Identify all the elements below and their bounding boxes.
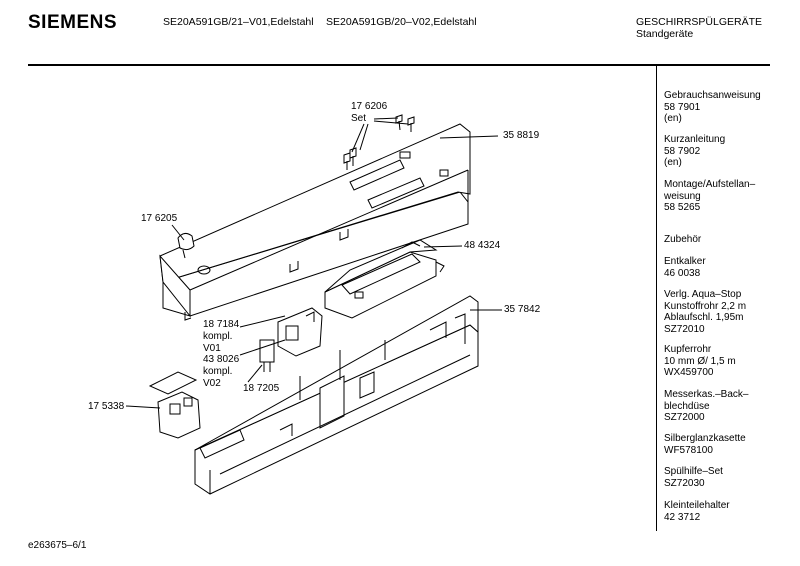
label-484324: 48 4324 <box>464 240 501 251</box>
accessory-quick-guide: Kurzanleitung 58 7902 (en) <box>664 134 794 169</box>
accessory-line: 58 7901 <box>664 101 701 113</box>
accessory-line: blechdüse <box>664 400 710 412</box>
model-number-v01: SE20A591GB/21–V01,Edelstahl <box>163 16 314 28</box>
accessory-copper-pipe: Kupferrohr 10 mm Ø/ 1,5 m WX459700 <box>664 344 794 379</box>
accessory-line: SZ72000 <box>664 412 705 423</box>
accessory-line: 10 mm Ø/ 1,5 m <box>664 355 736 367</box>
label-357842: 35 7842 <box>504 304 541 315</box>
accessory-line: Spülhilfe–Set <box>664 466 723 477</box>
accessory-installation-guide: Montage/Aufstellan– weisung 58 5265 <box>664 179 794 214</box>
header-divider <box>28 64 770 66</box>
electronic-module <box>324 239 445 319</box>
base-frame <box>194 295 479 495</box>
label-187205: 18 7205 <box>243 383 280 394</box>
accessory-line: Gebrauchsanweisung <box>664 90 761 101</box>
accessory-line: WX459700 <box>664 367 714 378</box>
accessory-line: 42 3712 <box>664 511 701 523</box>
accessory-line: Ablaufschl. 1,95m <box>664 312 744 323</box>
accessory-line: weisung <box>664 190 701 202</box>
label-438026: 43 8026 <box>203 354 240 365</box>
relay-part <box>148 371 201 439</box>
accessory-line: Montage/Aufstellan– <box>664 179 756 190</box>
label-176205: 17 6205 <box>141 213 178 224</box>
accessory-line: SZ72030 <box>664 477 705 489</box>
leader-lines <box>125 117 502 409</box>
accessory-line: Kurzanleitung <box>664 134 726 145</box>
label-set: Set <box>351 113 367 124</box>
accessory-line: 46 0038 <box>664 267 701 279</box>
accessory-line: (en) <box>664 113 682 124</box>
accessory-line: 58 7902 <box>664 145 701 157</box>
accessory-rinse-aid-set: Spülhilfe–Set SZ72030 <box>664 466 794 489</box>
appliance-category: GESCHIRRSPÜLGERÄTE <box>636 16 763 28</box>
accessories-heading: Zubehör <box>664 234 794 246</box>
sidebar-divider <box>656 66 657 531</box>
label-358819: 35 8819 <box>503 130 540 141</box>
accessory-user-manual: Gebrauchsanweisung 58 7901 (en) <box>664 90 794 125</box>
accessory-line: (en) <box>664 157 682 168</box>
accessory-line: Messerkas.–Back– <box>664 389 749 400</box>
accessory-line: Kupferrohr <box>664 344 712 355</box>
accessory-aqua-stop: Verlg. Aqua–Stop Kunstoffrohr 2,2 m Abla… <box>664 289 794 335</box>
accessory-line: Kleinteilehalter <box>664 500 730 511</box>
accessory-line: Verlg. Aqua–Stop <box>664 289 742 300</box>
document-code: e263675–6/1 <box>28 540 87 551</box>
label-175338: 17 5338 <box>88 401 125 412</box>
accessory-descaler: Entkalker 46 0038 <box>664 256 794 279</box>
label-187184: 18 7184 <box>203 319 240 330</box>
accessory-line: WF578100 <box>664 444 713 456</box>
accessory-line: Zubehör <box>664 234 702 245</box>
accessory-line: Kunstoffrohr 2,2 m <box>664 300 747 312</box>
accessory-line: Silberglanzkasette <box>664 433 746 444</box>
brand-logo: SIEMENS <box>28 12 118 33</box>
label-kompl-v02: kompl. <box>203 366 233 377</box>
switch-assembly <box>277 307 323 357</box>
accessory-silver-cassette: Silberglanzkasette WF578100 <box>664 433 794 456</box>
label-v02: V02 <box>203 378 221 389</box>
capacitor-part <box>259 339 275 372</box>
accessory-line: Entkalker <box>664 256 706 267</box>
control-panel-fascia <box>159 123 471 321</box>
accessory-cutlery-nozzle: Messerkas.–Back– blechdüse SZ72000 <box>664 389 794 424</box>
screw-set <box>343 114 415 170</box>
model-number-v02: SE20A591GB/20–V02,Edelstahl <box>326 16 477 28</box>
label-kompl-v01: kompl. <box>203 331 233 342</box>
label-176206: 17 6206 <box>351 101 388 112</box>
accessory-line: 58 5265 <box>664 202 701 213</box>
accessory-line: SZ72010 <box>664 323 705 335</box>
label-v01: V01 <box>203 343 221 354</box>
accessory-small-parts-holder: Kleinteilehalter 42 3712 <box>664 500 794 523</box>
appliance-subcategory: Standgeräte <box>636 28 694 40</box>
